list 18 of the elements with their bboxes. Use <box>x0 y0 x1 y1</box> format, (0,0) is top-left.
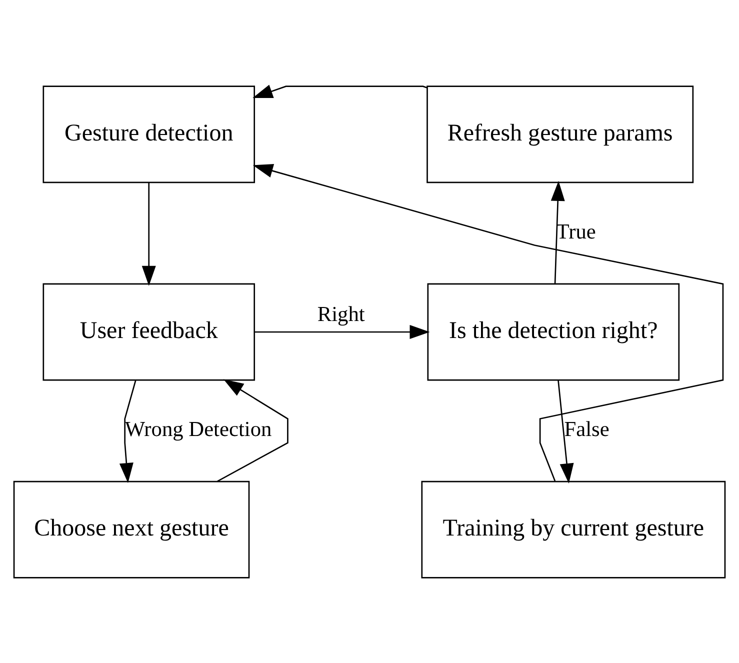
arrow <box>550 180 565 284</box>
edge-label: False <box>564 416 610 440</box>
arrow <box>217 378 288 482</box>
edge-label: True <box>556 218 596 243</box>
edge-label: Wrong Detection <box>124 416 272 440</box>
arrow <box>558 380 574 484</box>
arrow <box>119 380 136 483</box>
arrow <box>252 84 428 98</box>
arrow <box>142 182 156 286</box>
node-box: Is the detection right? <box>427 282 680 380</box>
edge-label: Right <box>317 302 365 326</box>
node-box: User feedback <box>42 282 256 380</box>
arrow <box>254 324 430 339</box>
node-box: Refresh gesture params <box>426 85 694 183</box>
node-box: Gesture detection <box>42 85 256 183</box>
node-box: Choose next gesture <box>13 480 250 578</box>
arrow <box>252 163 724 481</box>
node-box: Training by current gesture <box>421 480 726 578</box>
